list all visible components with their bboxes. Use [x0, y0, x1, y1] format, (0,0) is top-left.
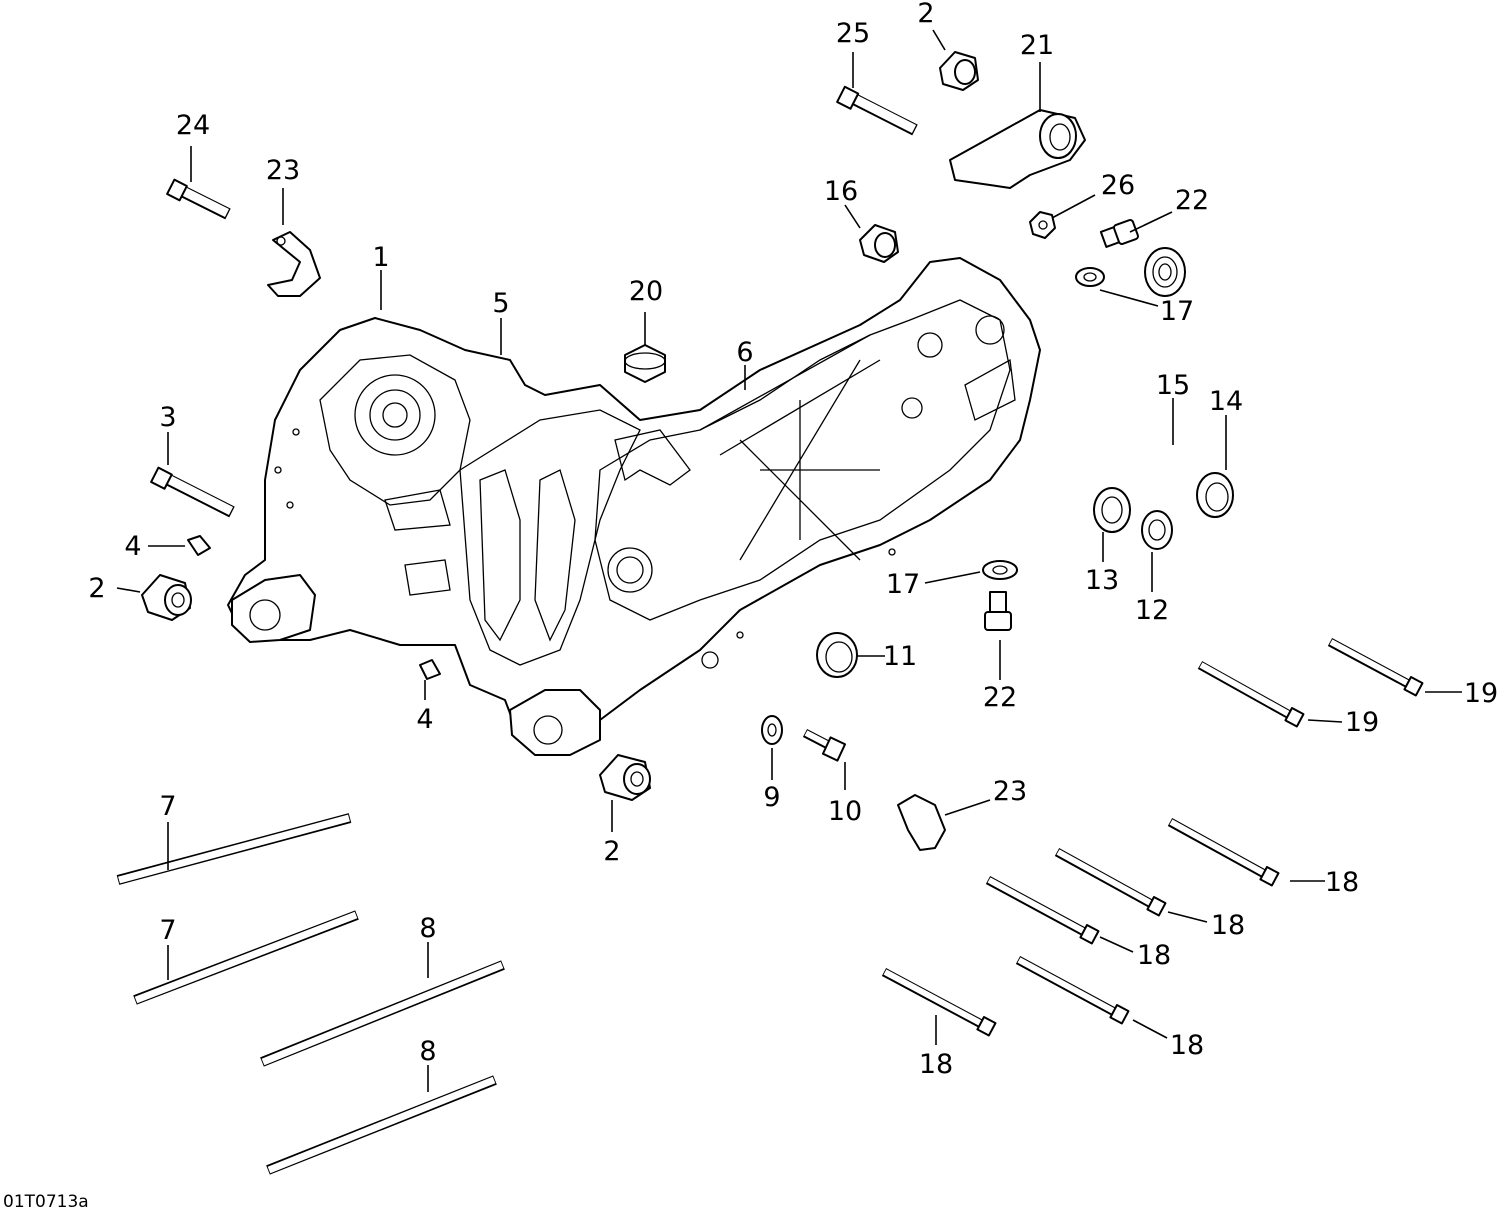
callout-23-lower: 23 [993, 776, 1027, 807]
callout-19-a: 19 [1345, 707, 1379, 738]
callout-26: 26 [1101, 170, 1135, 201]
callout-18-d: 18 [1170, 1030, 1204, 1061]
bolt-3-drawing [150, 466, 235, 518]
callout-13: 13 [1085, 565, 1119, 596]
callout-16: 16 [824, 176, 858, 207]
callout-18-e: 18 [919, 1049, 953, 1080]
callout-3: 3 [159, 402, 176, 433]
callout-2-bottom: 2 [603, 836, 620, 867]
callout-1: 1 [372, 242, 389, 273]
callout-9: 9 [763, 782, 780, 813]
callout-8-lower: 8 [419, 1036, 436, 1067]
callout-2-top: 2 [917, 0, 934, 29]
callout-12: 12 [1135, 595, 1169, 626]
callout-2-left: 2 [88, 573, 105, 604]
crankcase-drawing [227, 257, 1041, 756]
callout-22-lower: 22 [983, 682, 1017, 713]
callout-11: 11 [883, 641, 917, 672]
callout-18-a: 18 [1325, 867, 1359, 898]
callout-18-b: 18 [1211, 910, 1245, 941]
bolt-25-drawing [836, 85, 918, 136]
callout-7-lower: 7 [159, 915, 176, 946]
callout-22-upper: 22 [1175, 185, 1209, 216]
callout-4-left: 4 [124, 531, 141, 562]
figure-code: 01T0713a [3, 1192, 89, 1212]
callout-24: 24 [176, 110, 210, 141]
stud-8b-drawing [266, 1075, 497, 1175]
callout-5: 5 [492, 288, 509, 319]
callout-25: 25 [836, 18, 870, 49]
callout-10: 10 [828, 796, 862, 827]
stud-8a-drawing [260, 960, 505, 1067]
stud-7b-drawing [133, 910, 359, 1005]
bolt-24-drawing [166, 178, 231, 220]
stud-7a-drawing [116, 813, 352, 885]
callout-15: 15 [1156, 370, 1190, 401]
long-bolts-18-19-drawing [881, 638, 1424, 1037]
callout-8-upper: 8 [419, 913, 436, 944]
callout-6: 6 [736, 337, 753, 368]
callout-7-upper: 7 [159, 791, 176, 822]
callout-20: 20 [629, 276, 663, 307]
callout-21: 21 [1020, 30, 1054, 61]
callout-23-upper: 23 [266, 155, 300, 186]
callout-17-upper: 17 [1160, 296, 1194, 327]
bushings-and-dowels-drawing [141, 51, 1234, 851]
callout-17-lower: 17 [886, 569, 920, 600]
callout-4-center: 4 [416, 704, 433, 735]
callout-14: 14 [1209, 386, 1243, 417]
callout-19-b: 19 [1464, 678, 1498, 709]
leader-lines [116, 29, 1462, 1092]
callout-18-c: 18 [1137, 940, 1171, 971]
callout-labels: 1 2 2 2 3 4 4 5 6 7 7 8 8 9 10 11 12 13 … [88, 0, 1498, 1080]
